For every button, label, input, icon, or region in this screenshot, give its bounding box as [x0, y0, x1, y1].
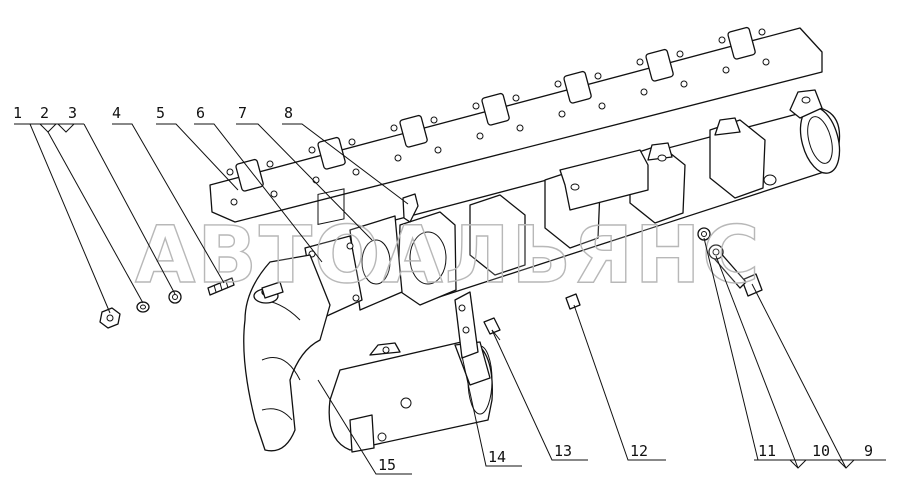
callout-4: 4 [112, 104, 121, 122]
callout-14: 14 [488, 448, 506, 466]
watermark: АВТОАЛЬЯНС [135, 211, 762, 301]
callout-3: 3 [68, 104, 77, 122]
gasket-bolt-hole [430, 116, 438, 124]
gasket-bolt-hole [230, 198, 238, 206]
gasket-bolt-hole [636, 58, 644, 66]
gasket-port [563, 70, 592, 104]
gasket-bolt-hole [312, 176, 320, 184]
callout-10: 10 [812, 442, 830, 460]
gasket-bolt-hole [512, 94, 520, 102]
gasket-bolt-hole [676, 50, 684, 58]
gasket-bolt-hole [270, 190, 278, 198]
exhaust-brake-body [328, 339, 493, 453]
callout-13: 13 [554, 442, 572, 460]
callout-labels: 1 2 3 4 5 6 7 8 9 10 11 12 13 14 15 [13, 104, 873, 474]
gasket-bolt-hole [348, 138, 356, 146]
gasket-bolt-hole [434, 146, 442, 154]
gasket-bolt-hole [308, 146, 316, 154]
callout-2: 2 [40, 104, 49, 122]
gasket-bolt-hole [680, 80, 688, 88]
gasket-bolt-hole [598, 102, 606, 110]
mounting-bracket [454, 291, 479, 359]
callout-7: 7 [238, 104, 247, 122]
gasket-port [645, 48, 674, 82]
exhaust-elbow-pipe [243, 254, 331, 452]
gasket-bolt-hole [516, 124, 524, 132]
callout-8: 8 [284, 104, 293, 122]
gasket-bolt-hole [718, 36, 726, 44]
gasket-bolt-hole [554, 80, 562, 88]
gasket-port [481, 92, 510, 126]
exhaust-manifold [391, 89, 841, 306]
callout-11: 11 [758, 442, 776, 460]
callout-5: 5 [156, 104, 165, 122]
gasket-port [727, 26, 756, 60]
gasket-bolt-hole [394, 154, 402, 162]
manifold-gasket [209, 26, 823, 223]
callout-15: 15 [378, 456, 396, 474]
gasket-bolt-hole [226, 168, 234, 176]
gasket-bolt-hole [758, 28, 766, 36]
callout-12: 12 [630, 442, 648, 460]
gasket-bolt-hole [266, 160, 274, 168]
callout-6: 6 [196, 104, 205, 122]
gasket-port [317, 136, 346, 170]
gasket-port [399, 114, 428, 148]
gasket-bolt-hole [762, 58, 770, 66]
callout-9: 9 [864, 442, 873, 460]
gasket-bolt-hole [472, 102, 480, 110]
gasket-bolt-hole [722, 66, 730, 74]
gasket-bolt-hole [640, 88, 648, 96]
callout-1: 1 [13, 104, 22, 122]
gasket-bolt-hole [390, 124, 398, 132]
gasket-bolt-hole [558, 110, 566, 118]
gasket-bolt-hole [594, 72, 602, 80]
gasket-bolt-hole [352, 168, 360, 176]
gasket-bolt-hole [476, 132, 484, 140]
gasket-port [235, 158, 264, 192]
callout-leaders [14, 123, 886, 475]
